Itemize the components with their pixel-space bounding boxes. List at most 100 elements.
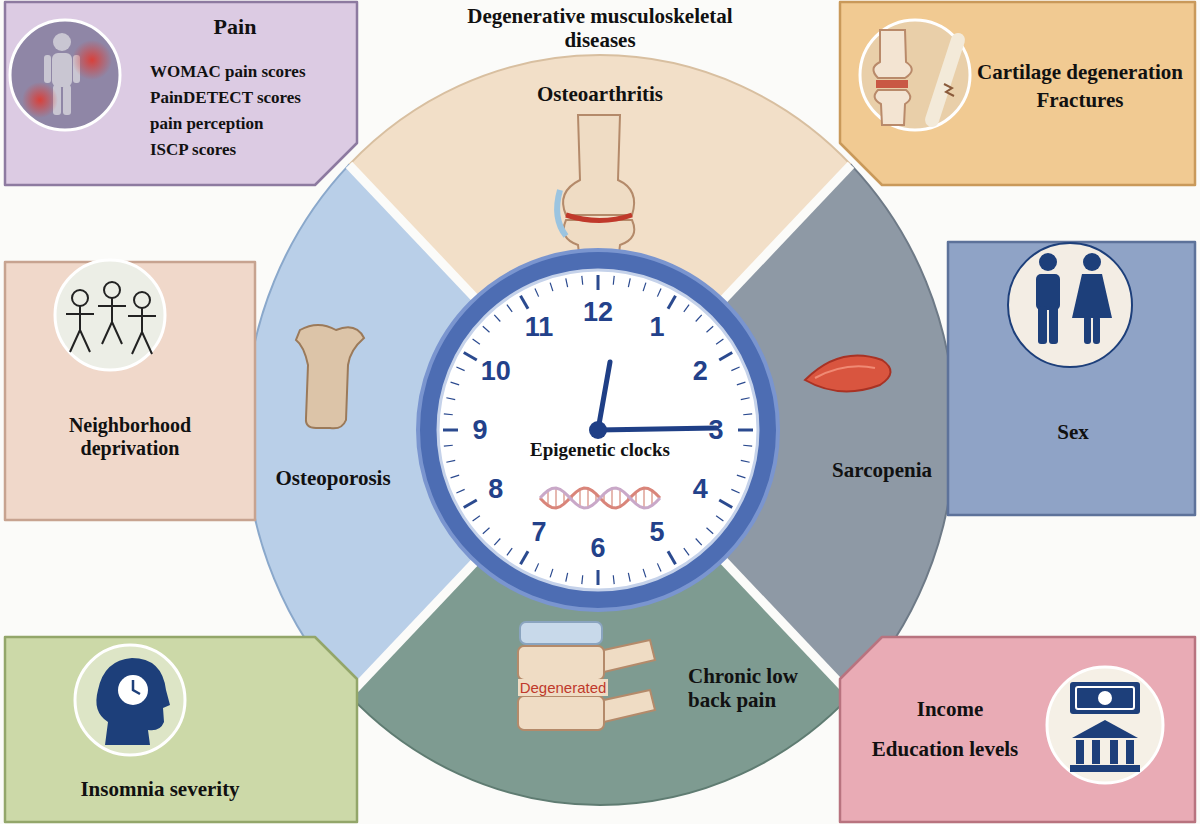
- box-outline: [5, 262, 255, 520]
- sector-gap: [600, 430, 851, 695]
- clock-number: 6: [590, 533, 605, 564]
- bone-illustration: [296, 325, 364, 428]
- clock-tick: [521, 296, 529, 309]
- clock-tick: [684, 548, 689, 555]
- clock-tick: [451, 382, 460, 385]
- clock-tick: [716, 339, 723, 344]
- clock-tick: [741, 398, 750, 400]
- node-text: ISCP scores: [150, 140, 355, 160]
- clock-label: Epigenetic clocks: [490, 437, 710, 465]
- clock-tick: [684, 305, 689, 312]
- clock-tick: [581, 276, 583, 285]
- clock-tick: [566, 278, 568, 287]
- clock-tick: [731, 489, 739, 493]
- node-text: Sarcopenia: [812, 458, 952, 482]
- insomnia-icon: [75, 645, 185, 755]
- clock-tick: [738, 429, 753, 432]
- minute-hand: [598, 428, 716, 430]
- sector-gap: [600, 165, 851, 430]
- clock-tick: [696, 538, 702, 545]
- dna-rung: [643, 488, 645, 508]
- clock-tick: [535, 288, 539, 296]
- box-outline: [840, 2, 1195, 185]
- clock-rim: [418, 250, 778, 610]
- joint-icon: [860, 20, 970, 130]
- spine-illustration: [518, 622, 655, 730]
- clock-tick: [597, 275, 600, 290]
- clock-tick: [643, 283, 646, 292]
- ring-sector: [245, 165, 600, 695]
- node-text: Fractures: [970, 88, 1190, 112]
- clock-tick: [668, 551, 676, 564]
- person-figure: [44, 33, 80, 115]
- clock-tick: [731, 367, 739, 371]
- clock-tick: [451, 475, 460, 478]
- dna-rung: [635, 492, 637, 504]
- income-icon: [1047, 667, 1163, 783]
- clock-tick: [719, 500, 732, 508]
- clock-number: 7: [531, 517, 546, 548]
- clock-number: 10: [481, 356, 511, 387]
- node-text: Cartilage degeneration: [970, 60, 1190, 84]
- clock-tick: [613, 276, 615, 285]
- dna-rung: [651, 491, 653, 506]
- clock-tick: [494, 315, 500, 322]
- factor-box: PainWOMAC pain scoresPainDETECT scorespa…: [5, 2, 357, 185]
- box-shape: [948, 242, 1195, 515]
- box-shape: [840, 2, 1195, 185]
- clock-number: 2: [693, 356, 708, 387]
- node-text: Osteoporosis: [258, 466, 408, 490]
- clock-number: 9: [472, 415, 487, 446]
- clock-tick: [643, 569, 646, 578]
- clock-tick: [743, 413, 752, 415]
- clock-tick: [668, 296, 676, 309]
- clock-tick: [473, 516, 480, 521]
- clock-tick: [613, 575, 615, 584]
- clock-number: 1: [649, 312, 664, 343]
- clock-tick: [696, 315, 702, 322]
- clock-tick: [444, 413, 453, 415]
- sector-gap: [349, 165, 600, 430]
- node-text: WOMAC pain scores: [150, 62, 355, 82]
- clock-tick: [444, 445, 453, 447]
- sector-label: Chronic low back pain: [688, 660, 848, 720]
- clock-tick: [628, 573, 630, 582]
- node-text: Osteoarthritis: [475, 82, 725, 106]
- knee-illustration: [557, 115, 634, 262]
- box-outline: [840, 637, 1195, 822]
- factor-box: Insomnia severity: [5, 637, 357, 822]
- dna-rung: [571, 496, 573, 500]
- sector-label: Osteoporosis: [258, 464, 408, 494]
- clock-tick: [550, 283, 553, 292]
- clock-pivot: [589, 421, 607, 439]
- clock-tick: [597, 570, 600, 585]
- clock-tick: [535, 563, 539, 571]
- clock-tick: [566, 573, 568, 582]
- dna-rung: [563, 492, 565, 504]
- node-text: Insomnia severity: [25, 777, 295, 801]
- clock-tick: [507, 548, 512, 555]
- clock-tick: [741, 460, 750, 462]
- clock-tick: [473, 339, 480, 344]
- clock-tick: [446, 398, 455, 400]
- clock-tick: [446, 460, 455, 462]
- clock-tick: [443, 429, 458, 432]
- dna-rung: [611, 488, 613, 507]
- clock-face: [438, 270, 758, 590]
- dna-rung: [603, 494, 605, 502]
- spine-label: Degenerated: [518, 679, 609, 696]
- clock-number: 8: [488, 474, 503, 505]
- node-text: pain perception: [150, 114, 355, 134]
- box-shape: [840, 637, 1195, 822]
- box-shape: [5, 2, 357, 185]
- clock-tick: [464, 500, 477, 508]
- dna-strand: [540, 488, 660, 508]
- box-outline: [948, 242, 1195, 515]
- box-shape: [5, 262, 255, 520]
- clock-tick: [483, 528, 490, 534]
- dna-strand: [540, 488, 660, 508]
- clock-tick: [716, 516, 723, 521]
- clock-tick: [743, 445, 752, 447]
- factor-box: IncomeEducation levels: [840, 637, 1195, 822]
- people-icon: [55, 260, 165, 370]
